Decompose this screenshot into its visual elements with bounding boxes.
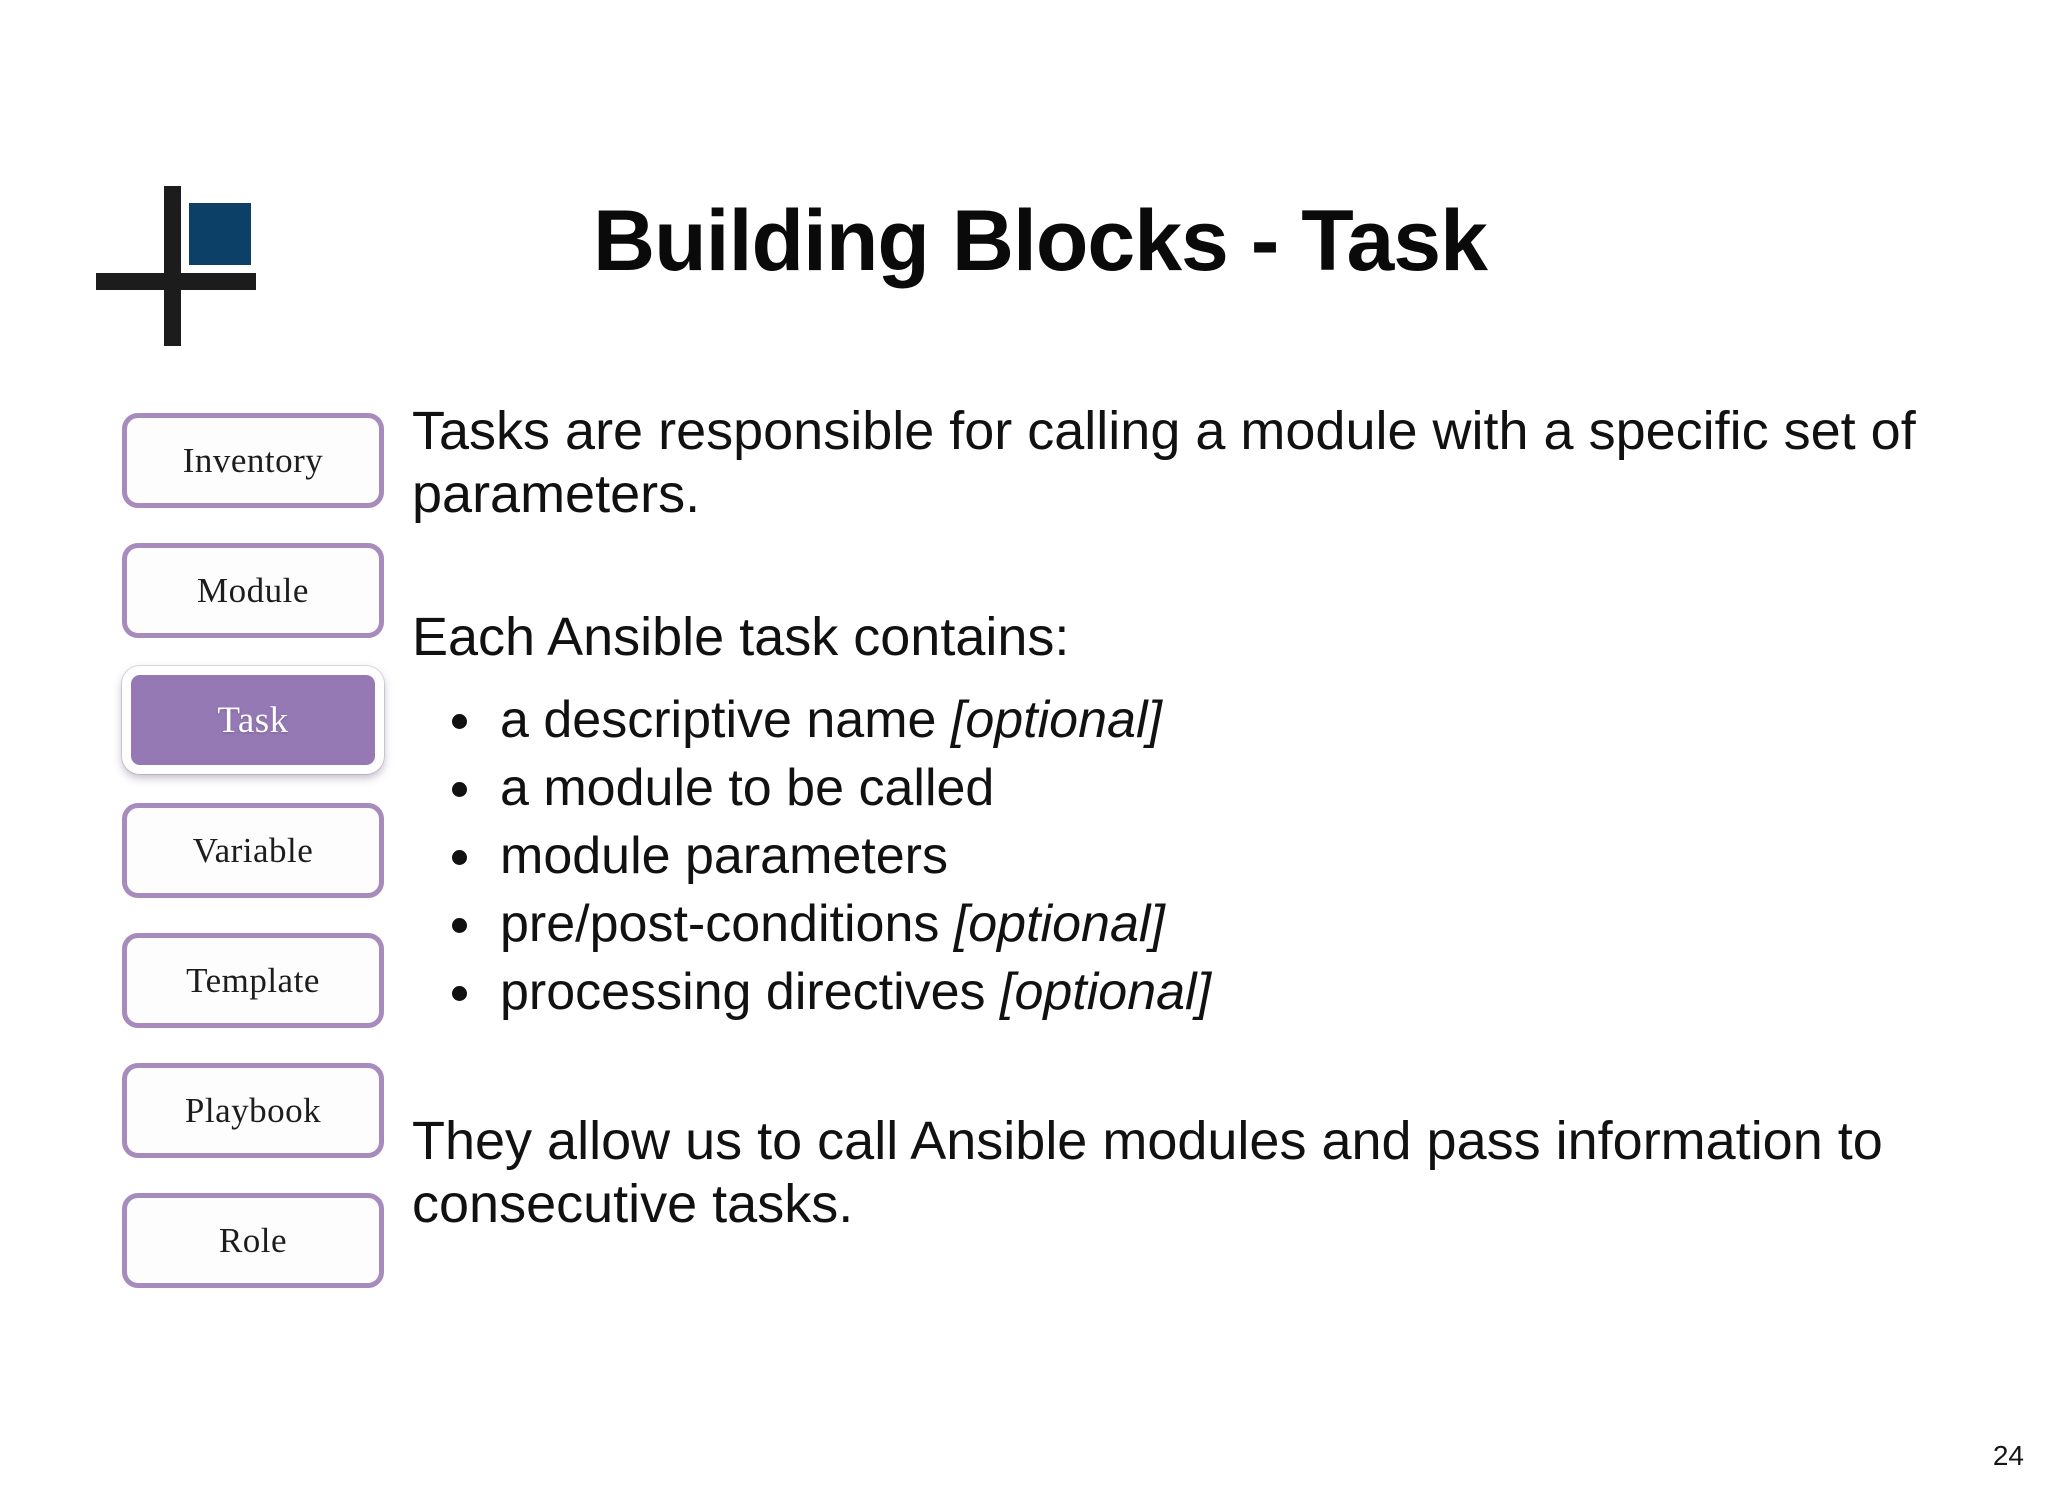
bullet-text: processing directives <box>500 962 1000 1021</box>
brand-logo <box>96 186 256 346</box>
list-item: a module to be called <box>436 754 1972 822</box>
sidebar-item-variable[interactable]: Variable <box>122 803 384 898</box>
logo-square-icon <box>189 203 251 265</box>
sidebar-item-label: Role <box>218 1220 288 1260</box>
intro-paragraph: Tasks are responsible for calling a modu… <box>412 401 1916 525</box>
logo-vertical-bar <box>164 186 181 346</box>
page-number: 24 <box>1992 1440 2024 1471</box>
bullet-optional-tag: [optional] <box>1000 962 1212 1021</box>
list-item: module parameters <box>436 822 1972 890</box>
list-item: processing directives [optional] <box>436 958 1972 1026</box>
task-contents-list: a descriptive name [optional] a module t… <box>412 686 1972 1027</box>
list-item: a descriptive name [optional] <box>436 686 1972 754</box>
building-blocks-nav: Inventory Module Task Variable Template … <box>122 413 384 1323</box>
sidebar-item-label: Playbook <box>184 1090 322 1130</box>
bullet-text: pre/post-conditions <box>500 894 954 953</box>
sidebar-item-role[interactable]: Role <box>122 1193 384 1288</box>
lead-paragraph: Each Ansible task contains: <box>412 607 1070 668</box>
slide-title: Building Blocks - Task <box>593 193 1488 289</box>
sidebar-item-label: Variable <box>192 830 314 870</box>
sidebar-item-label: Inventory <box>182 440 324 480</box>
sidebar-item-task[interactable]: Task <box>122 666 384 774</box>
logo-horizontal-bar <box>96 273 256 290</box>
outro-paragraph: They allow us to call Ansible modules an… <box>412 1111 1883 1235</box>
bullet-text: a module to be called <box>500 758 995 817</box>
bullet-text: a descriptive name <box>500 690 951 749</box>
bullet-text: module parameters <box>500 826 948 885</box>
sidebar-item-module[interactable]: Module <box>122 543 384 638</box>
bullet-optional-tag: [optional] <box>950 690 1162 749</box>
bullet-optional-tag: [optional] <box>953 894 1165 953</box>
sidebar-item-label: Module <box>197 570 309 610</box>
sidebar-item-label: Task <box>217 699 289 741</box>
sidebar-item-inventory[interactable]: Inventory <box>122 413 384 508</box>
sidebar-item-template[interactable]: Template <box>122 933 384 1028</box>
sidebar-item-playbook[interactable]: Playbook <box>122 1063 384 1158</box>
list-item: pre/post-conditions [optional] <box>436 890 1972 958</box>
sidebar-item-label: Template <box>186 960 320 1000</box>
slide-body: Tasks are responsible for calling a modu… <box>412 400 1972 1236</box>
